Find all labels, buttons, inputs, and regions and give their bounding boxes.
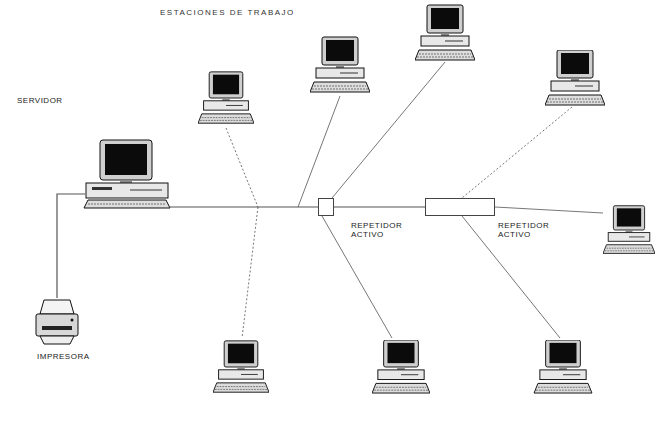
wire xyxy=(462,216,560,338)
repeater-box: REPETIDOR ACTIVO xyxy=(425,198,495,216)
node-label: SERVIDOR xyxy=(17,96,63,105)
network-cable xyxy=(169,206,318,207)
workstation-icon xyxy=(545,50,605,105)
node-label: REPETIDOR ACTIVO xyxy=(498,221,554,239)
workstation-icon xyxy=(603,206,655,254)
workstation-icon xyxy=(372,340,430,393)
repeater-box: REPETIDOR ACTIVO xyxy=(318,198,334,216)
node-label: REPETIDOR ACTIVO xyxy=(351,221,407,239)
node-label: IMPRESORA xyxy=(37,352,90,361)
workstation-icon xyxy=(534,340,592,393)
group-heading: ESTACIONES DE TRABAJO xyxy=(160,8,295,17)
workstation-icon xyxy=(198,72,254,123)
wire xyxy=(298,96,340,207)
printer-node: IMPRESORA xyxy=(33,298,81,346)
workstation-icon xyxy=(415,5,475,60)
printer-icon xyxy=(36,300,78,344)
workstation-icon xyxy=(213,341,269,392)
network-cable xyxy=(334,206,425,207)
wire xyxy=(495,207,603,213)
workstation-icon xyxy=(310,37,370,92)
server-icon xyxy=(84,140,170,208)
wire xyxy=(226,128,258,207)
network-cable xyxy=(57,194,85,298)
workstations xyxy=(198,5,655,393)
wire xyxy=(242,207,258,338)
server-node: SERVIDOR xyxy=(85,140,169,208)
wire xyxy=(462,107,572,198)
